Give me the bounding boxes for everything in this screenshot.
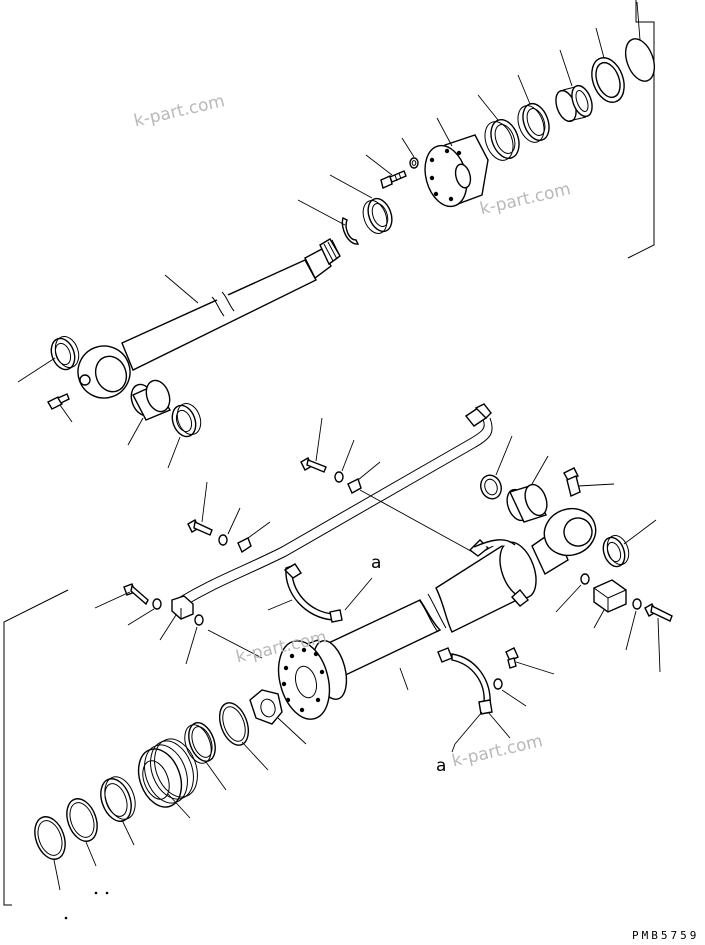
- lower-assembly-bracket: [3, 589, 69, 906]
- callout-a-upper: a: [371, 553, 382, 573]
- piston-rod: [121, 238, 341, 371]
- band-clamp-lower: [437, 647, 511, 739]
- rod-end-seal: [17, 336, 80, 383]
- valve-washer: [625, 598, 642, 651]
- backup-ring: [591, 27, 625, 103]
- rod-end-dust-seal: [167, 403, 202, 469]
- valve-bolt: [644, 603, 673, 673]
- band-clamp-upper: [267, 563, 343, 623]
- grease-fitting: [47, 393, 73, 423]
- hydraulic-pipe: [174, 403, 493, 609]
- lower-backup-ring: [66, 798, 98, 867]
- tube-side-seal: [602, 519, 657, 568]
- block-washer: [127, 598, 162, 626]
- valve-block: [593, 579, 627, 629]
- tube-end-seal: [480, 435, 513, 500]
- piston-wear-ring: [100, 776, 136, 846]
- upper-assembly-bracket: [627, 0, 655, 259]
- head-bushing: [555, 49, 593, 123]
- piston: [207, 629, 348, 720]
- lower-o-ring: [34, 816, 66, 891]
- rod-packing: [517, 74, 550, 143]
- port-o-ring: [555, 573, 590, 613]
- snap-ring: [297, 199, 360, 245]
- clamp-bolt-1: [187, 481, 213, 536]
- callout-a-lower: a: [436, 756, 447, 776]
- rod-end-bushing: [127, 379, 172, 446]
- clamp-washer-1: [218, 507, 241, 546]
- cylinder-head: [424, 117, 489, 208]
- piston-nut: [249, 689, 307, 745]
- head-bolt: [365, 154, 407, 189]
- o-ring: [624, 38, 656, 82]
- block-bolt: [94, 583, 149, 609]
- pipe-clip-2: [347, 461, 479, 556]
- piston-ring: [137, 738, 198, 819]
- cylinder-tube: [317, 507, 597, 691]
- pipe-block: [159, 595, 194, 641]
- clamp-bolt-2: [300, 417, 327, 473]
- head-washer: [401, 137, 419, 169]
- clamp-washer-2: [334, 439, 355, 483]
- tube-fitting-washer: [493, 678, 527, 707]
- buffer-ring: [329, 174, 393, 234]
- tube-grease-fitting: [505, 647, 555, 675]
- elbow-fitting: [563, 467, 615, 497]
- pipe-clip-1: [237, 521, 271, 554]
- piston-seal-ring-1: [218, 702, 269, 771]
- rod-end-eye: [77, 345, 131, 399]
- drawing-code: PMB5759: [632, 929, 700, 942]
- tube-end-bushing: [506, 455, 549, 523]
- wear-ring: [477, 94, 520, 161]
- small-o-ring: [185, 614, 204, 665]
